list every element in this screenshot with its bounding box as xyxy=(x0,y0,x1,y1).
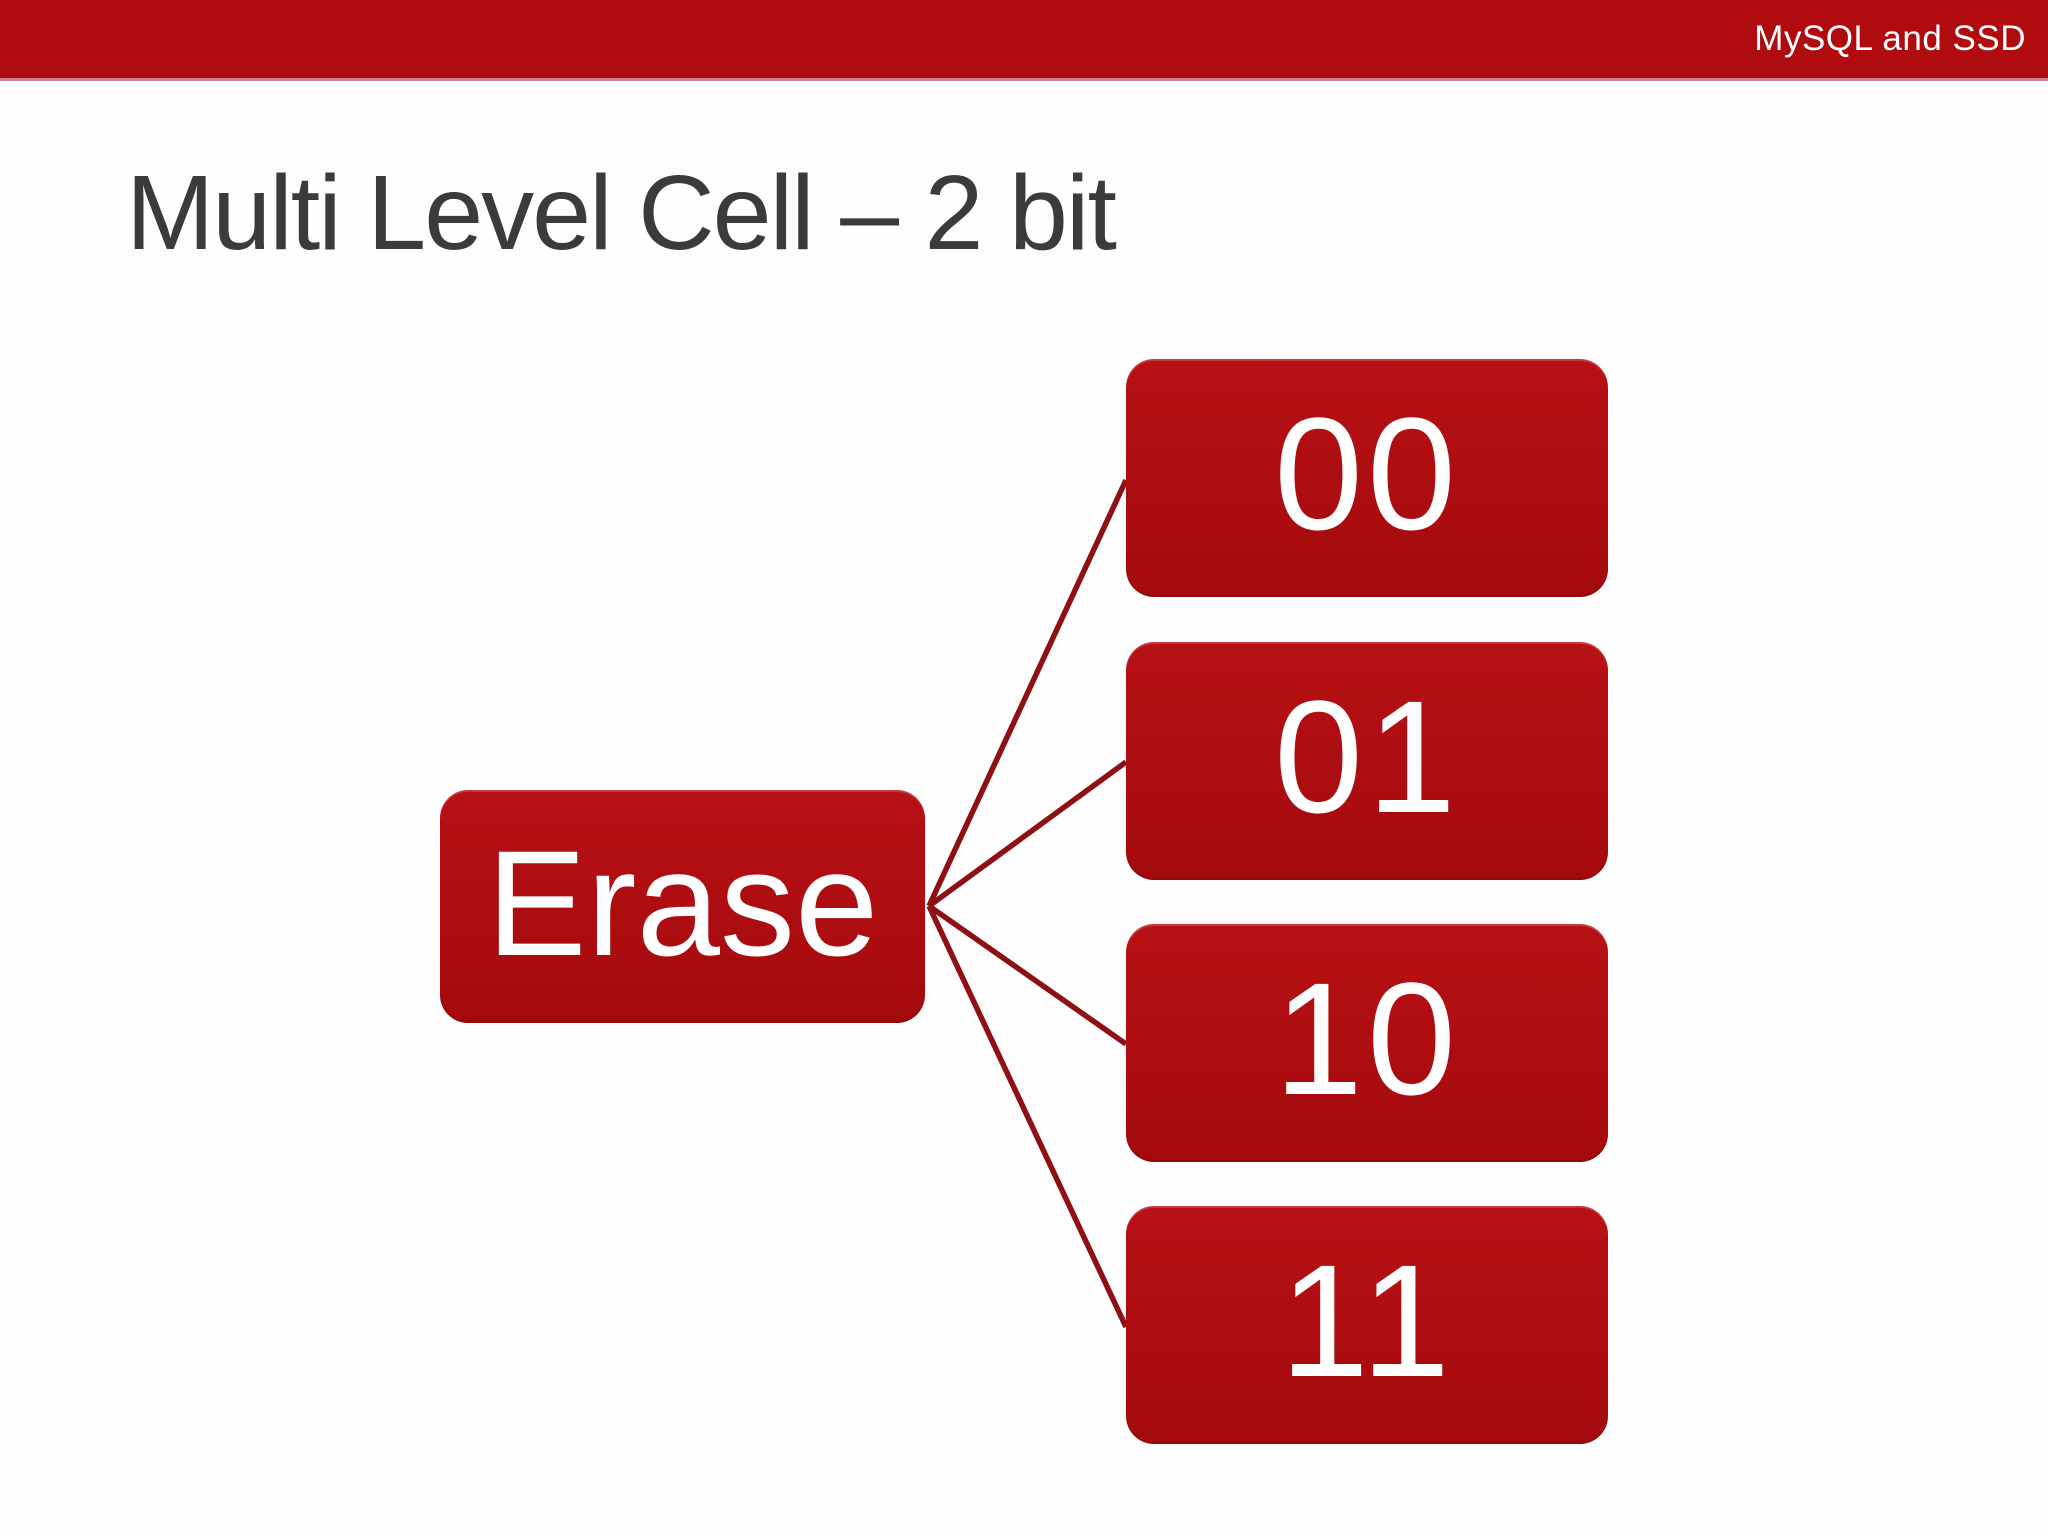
node-01: 01 xyxy=(1126,642,1608,880)
node-10: 10 xyxy=(1126,924,1608,1162)
node-11-label: 11 xyxy=(1279,1231,1455,1410)
header-bar: MySQL and SSD xyxy=(0,0,2048,81)
connector-line-erase-01 xyxy=(927,759,1128,909)
node-01-label: 01 xyxy=(1274,667,1460,846)
page-title: Multi Level Cell – 2 bit xyxy=(126,154,1117,272)
node-10-label: 10 xyxy=(1274,949,1460,1128)
node-00-label: 00 xyxy=(1274,384,1460,563)
node-11: 11 xyxy=(1126,1206,1608,1444)
connector-line-erase-11 xyxy=(926,904,1129,1329)
node-erase-label: Erase xyxy=(486,818,879,987)
node-erase: Erase xyxy=(440,790,925,1023)
node-00: 00 xyxy=(1126,359,1608,597)
header-label: MySQL and SSD xyxy=(1754,19,2026,58)
connector-line-erase-00 xyxy=(926,478,1129,908)
connector-line-erase-10 xyxy=(927,903,1128,1047)
